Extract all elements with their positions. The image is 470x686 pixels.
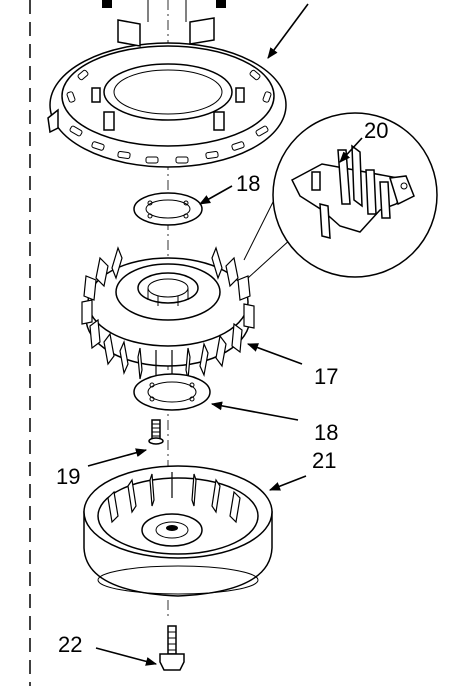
callout-16: 16 — [314, 0, 338, 3]
part-21-rotor — [83, 465, 273, 597]
part-16-mounting-ring — [47, 0, 287, 168]
callout-18-upper: 18 — [236, 171, 260, 196]
part-20-detail-view — [243, 112, 438, 279]
callout-17: 17 — [314, 364, 338, 389]
part-18-lower-gasket — [133, 373, 211, 411]
callout-19: 19 — [56, 464, 80, 489]
leader-line-19 — [87, 448, 148, 467]
part-19-bolt — [148, 419, 164, 445]
callout-21: 21 — [312, 448, 336, 473]
leader-line-18-upper — [199, 185, 233, 205]
callout-22: 22 — [58, 632, 82, 657]
part-17-stator — [81, 246, 255, 382]
leader-line-22 — [95, 647, 158, 666]
part-22-bolt — [159, 625, 185, 671]
leader-line-18-lower — [210, 401, 299, 421]
leader-line-16 — [267, 3, 309, 59]
stator-teeth — [81, 246, 255, 382]
part-18-upper-gasket — [133, 192, 203, 226]
callout-20: 20 — [364, 118, 388, 143]
leader-line-21 — [268, 475, 307, 491]
callout-18-lower: 18 — [314, 420, 338, 445]
leader-line-20 — [339, 137, 363, 163]
leader-line-17 — [246, 343, 303, 365]
